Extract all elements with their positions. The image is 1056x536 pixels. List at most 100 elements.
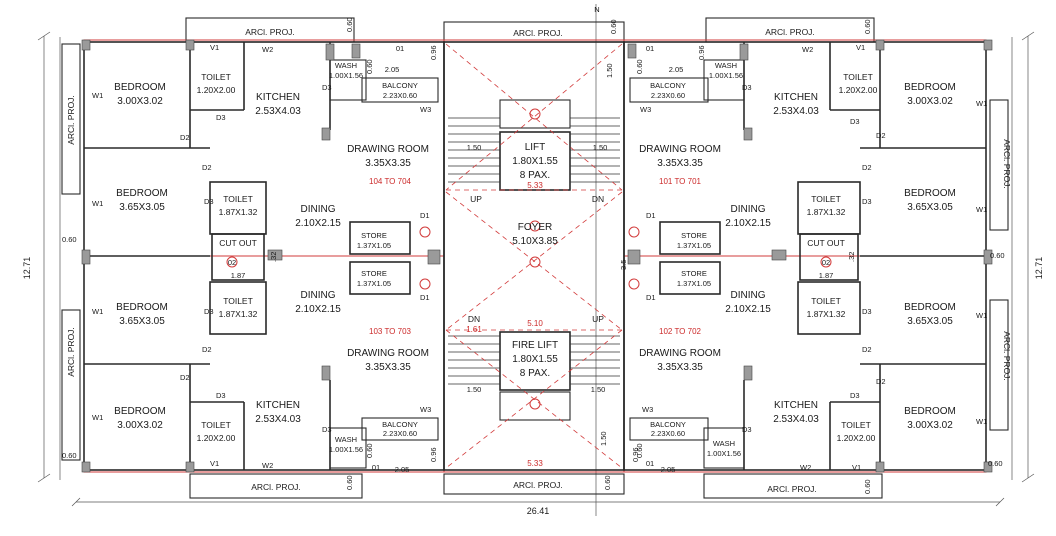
- arch-projections: [61, 17, 1009, 499]
- flat-range: 102 TO 702: [659, 327, 702, 336]
- room-name: TOILET: [843, 72, 873, 82]
- room-size: 3.65X3.05: [907, 316, 953, 327]
- stair-direction: UP: [470, 194, 482, 204]
- dim-label: 2.05: [669, 65, 684, 74]
- room-name: BALCONY: [382, 420, 418, 429]
- window-tag: W1: [976, 99, 987, 108]
- room-size: 3.35X3.35: [657, 362, 703, 373]
- room-size: 2.53X4.03: [255, 106, 301, 117]
- room-size: 1.80X1.55: [512, 354, 558, 365]
- stair-direction: DN: [592, 194, 604, 204]
- tag-label: 01: [372, 463, 380, 472]
- dim-label: .32: [847, 252, 856, 262]
- dim-label: 0.60: [988, 459, 1003, 468]
- door-tag: D3: [850, 391, 860, 400]
- dim-label: 0.60: [62, 451, 77, 460]
- room-name: KITCHEN: [256, 92, 300, 103]
- room-size: 3.00X3.02: [117, 420, 163, 431]
- arch-proj-label: ARCl. PROJ.: [513, 28, 563, 38]
- store-size: 1.37X1.05: [677, 241, 711, 250]
- room-name: BEDROOM: [904, 406, 956, 417]
- dim-label: 0.60: [603, 475, 612, 490]
- room-name: FIRE LIFT: [512, 340, 558, 351]
- room-name: CUT OUT: [219, 238, 257, 248]
- dim-label: 2.05: [395, 465, 410, 474]
- arch-proj-label: ARCl. PROJ.: [767, 484, 817, 494]
- room-name: BEDROOM: [904, 82, 956, 93]
- room-size: 2.10X2.15: [295, 304, 341, 315]
- room-size: 3.35X3.35: [365, 362, 411, 373]
- overall-height-dim-left: 12.71: [22, 257, 32, 280]
- room-size: 1.87X1.32: [807, 309, 846, 319]
- arch-proj-label: ARCl. PROJ.: [245, 27, 295, 37]
- window-tag: W3: [642, 405, 653, 414]
- store-size: 1.37X1.05: [357, 241, 391, 250]
- tag-label: 01: [646, 459, 654, 468]
- dim-label: .32: [269, 252, 278, 262]
- room-name: DRAWING ROOM: [639, 144, 721, 155]
- dim-label: 0.60: [62, 235, 77, 244]
- room-name: WASH: [335, 61, 357, 70]
- dimension-lines: [37, 4, 1035, 516]
- room-capacity: 8 PAX.: [520, 368, 550, 379]
- arch-proj-label: ARCl. PROJ.: [66, 95, 76, 145]
- stair-direction: UP: [592, 314, 604, 324]
- arch-proj-label: ARCl. PROJ.: [1002, 139, 1012, 189]
- door-tag: D1: [420, 293, 430, 302]
- window-tag: W2: [800, 463, 811, 472]
- ventilator-tag: V1: [210, 43, 219, 52]
- room-name: TOILET: [811, 296, 841, 306]
- door-tag: D2: [876, 131, 886, 140]
- dim-label: 5.33: [527, 181, 543, 190]
- room-name: BEDROOM: [114, 406, 166, 417]
- room-name: BEDROOM: [116, 302, 168, 313]
- ventilator-tag: V1: [210, 459, 219, 468]
- room-name: KITCHEN: [774, 400, 818, 411]
- door-tag: D3: [216, 391, 226, 400]
- store-size: 1.37X1.05: [677, 279, 711, 288]
- room-size: 2.23X0.60: [383, 91, 417, 100]
- door-tag: D3: [862, 197, 872, 206]
- room-name: BEDROOM: [904, 188, 956, 199]
- dim-label: 2.05: [661, 465, 676, 474]
- dim-label: 0.60: [635, 443, 644, 458]
- room-size: 3.65X3.05: [907, 202, 953, 213]
- door-tag: D2: [180, 133, 190, 142]
- room-name: DINING: [301, 290, 336, 301]
- room-name: FOYER: [518, 222, 552, 233]
- room-name: DINING: [301, 204, 336, 215]
- dim-label: 0.60: [990, 251, 1005, 260]
- window-tag: W2: [802, 45, 813, 54]
- room-size: 1.00X1.56: [707, 449, 741, 458]
- room-name: DRAWING ROOM: [347, 144, 429, 155]
- dim-label: 1.50: [467, 143, 482, 152]
- room-capacity: 8 PAX.: [520, 170, 550, 181]
- room-size: 3.00X3.02: [907, 96, 953, 107]
- room-size: 1.00X1.56: [329, 445, 363, 454]
- window-tag: W3: [640, 105, 651, 114]
- room-size: 2.53X4.03: [255, 414, 301, 425]
- room-size: 3.35X3.35: [365, 158, 411, 169]
- door-tag: D2: [862, 163, 872, 172]
- door-tag: D2: [202, 163, 212, 172]
- dim-label: 5.10: [527, 319, 543, 328]
- core-diagonals: [226, 43, 832, 469]
- room-size: 3.00X3.02: [907, 420, 953, 431]
- dim-label: 0.96: [631, 447, 640, 462]
- room-name: DINING: [731, 204, 766, 215]
- room-size: 1.00X1.56: [329, 71, 363, 80]
- store-name: STORE: [681, 269, 707, 278]
- room-name: DRAWING ROOM: [639, 348, 721, 359]
- room-name: BALCONY: [650, 81, 686, 90]
- room-name: TOILET: [811, 194, 841, 204]
- room-size: 1.20X2.00: [197, 433, 236, 443]
- arch-proj-label: ARCl. PROJ.: [66, 327, 76, 377]
- dim-label: 0.60: [345, 17, 354, 32]
- room-size: 2.10X2.15: [725, 218, 771, 229]
- room-name: WASH: [715, 61, 737, 70]
- dim-label: 1.50: [591, 385, 606, 394]
- room-size: 2.23X0.60: [651, 429, 685, 438]
- dim-label: 0.96: [429, 447, 438, 462]
- room-name: TOILET: [223, 296, 253, 306]
- ventilator-tag: V1: [856, 43, 865, 52]
